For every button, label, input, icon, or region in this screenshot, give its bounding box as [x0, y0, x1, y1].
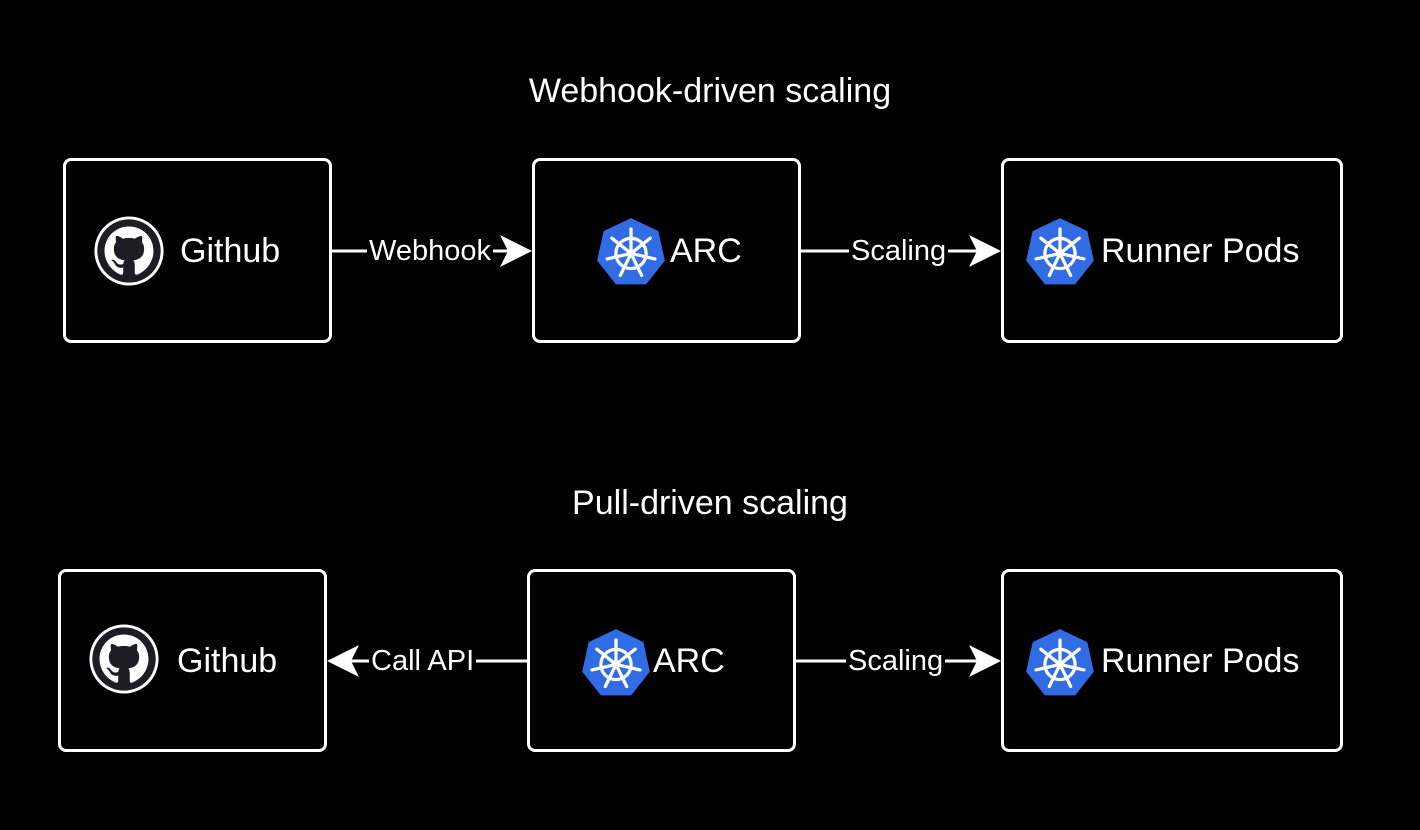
- webhook-runner-pods-node[interactable]: Runner Pods: [1001, 158, 1343, 343]
- webhook-arc-node[interactable]: ARC: [532, 158, 801, 343]
- pull-arc-node[interactable]: ARC: [527, 569, 796, 752]
- pull-runner-pods-label: Runner Pods: [1101, 642, 1300, 680]
- kubernetes-icon: [580, 627, 652, 699]
- webhook-arc-label: ARC: [670, 232, 742, 270]
- pull-section-title: Pull-driven scaling: [572, 484, 848, 522]
- edge-label-webhook: Webhook: [367, 234, 493, 268]
- webhook-runner-pods-label: Runner Pods: [1101, 232, 1300, 270]
- pull-github-node[interactable]: Github: [58, 569, 327, 752]
- webhook-github-label: Github: [180, 232, 281, 270]
- kubernetes-icon: [595, 216, 667, 288]
- edge-label-scaling: Scaling: [846, 644, 946, 678]
- kubernetes-icon: [1024, 216, 1096, 288]
- github-icon: [93, 215, 165, 287]
- arrow-head-right: [969, 235, 1001, 267]
- webhook-github-node[interactable]: Github: [63, 158, 332, 343]
- arrow-head-right: [500, 235, 532, 267]
- arrow-head-right: [969, 645, 1001, 677]
- pull-runner-pods-node[interactable]: Runner Pods: [1001, 569, 1343, 752]
- edge-label-call-api: Call API: [369, 644, 477, 678]
- pull-github-label: Github: [177, 642, 278, 680]
- github-icon: [88, 623, 160, 695]
- edge-label-scaling: Scaling: [849, 234, 949, 268]
- pull-arc-label: ARC: [653, 642, 725, 680]
- arrow-head-left: [327, 645, 359, 677]
- kubernetes-icon: [1024, 627, 1096, 699]
- webhook-section-title: Webhook-driven scaling: [528, 72, 892, 110]
